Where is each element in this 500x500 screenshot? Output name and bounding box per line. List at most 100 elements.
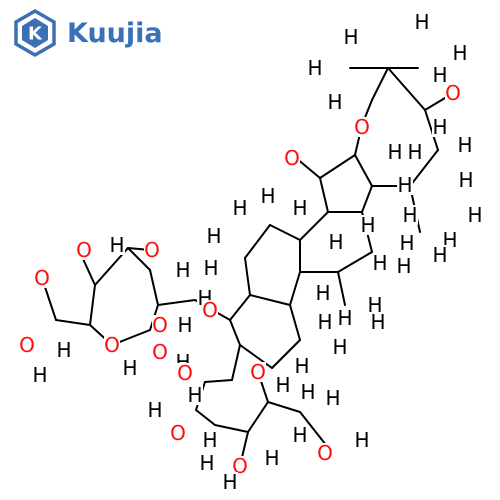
oxygen-atom-label: O: [445, 81, 461, 105]
atom-label-background: [300, 382, 316, 402]
atom-label-background: [19, 335, 35, 355]
oxygen-atom-label: O: [152, 313, 168, 337]
oxygen-atom-label: O: [317, 441, 333, 465]
hydrogen-atom-label: H: [206, 224, 221, 248]
bond-line: [231, 344, 241, 381]
oxygen-atom-label: O: [170, 421, 186, 445]
oxygen-atom-label: O: [250, 360, 266, 384]
hydrogen-atom-label: H: [370, 310, 385, 334]
atom-label-background: [144, 240, 160, 260]
hydrogen-atom-label: H: [328, 230, 343, 254]
atom-label-background: [354, 117, 370, 137]
atom-label-background: [327, 92, 343, 112]
oxygen-atom-label: O: [76, 238, 92, 262]
hydrogen-atom-label: H: [264, 446, 279, 470]
hydrogen-atom-label: H: [432, 63, 447, 87]
hydrogen-atom-label: H: [177, 313, 192, 337]
atom-label-background: [325, 388, 341, 408]
hydrogen-atom-label: H: [109, 233, 124, 257]
hydrogen-atom-label: H: [56, 338, 71, 362]
atom-label-background: [177, 363, 193, 383]
atom-label-background: [432, 65, 448, 85]
bond-line: [354, 154, 373, 187]
hydrogen-atom-label: H: [294, 354, 309, 378]
atom-label-background: [275, 375, 291, 395]
hydrogen-atom-label: H: [360, 213, 375, 237]
atom-label-background: [396, 256, 412, 276]
atom-label-background: [34, 268, 50, 288]
atom-label-background: [175, 260, 191, 280]
atom-label-background: [104, 335, 120, 355]
atom-label-background: [56, 340, 72, 360]
bond-line: [229, 319, 241, 346]
atom-label-background: [152, 315, 168, 335]
oxygen-atom-label: O: [34, 266, 50, 290]
atom-label-background: [260, 186, 276, 206]
bond-line: [371, 67, 389, 101]
hydrogen-atom-label: H: [407, 140, 422, 164]
bond-line: [269, 224, 301, 241]
atom-label-background: [232, 456, 248, 476]
hydrogen-atom-label: H: [457, 133, 472, 157]
oxygen-atom-label: O: [152, 340, 168, 364]
atom-label-background: [315, 283, 331, 303]
bond-line: [247, 401, 269, 433]
atom-label-background: [372, 253, 388, 273]
atom-label-background: [292, 198, 308, 218]
hydrogen-atom-label: H: [367, 293, 382, 317]
kuujia-hexagon-icon: K: [14, 8, 56, 58]
oxygen-atom-label: O: [19, 333, 35, 357]
bond-line: [409, 149, 439, 187]
bond-line: [127, 247, 151, 271]
bond-line: [319, 154, 356, 179]
bond-line: [299, 211, 329, 241]
bond-line: [55, 319, 91, 326]
atom-label-background: [147, 400, 163, 420]
bond-line: [387, 67, 426, 111]
atom-label-background: [432, 245, 448, 265]
bond-line: [157, 299, 196, 306]
hydrogen-atom-label: H: [147, 398, 162, 422]
atom-label-background: [307, 58, 323, 78]
hydrogen-atom-label: H: [315, 281, 330, 305]
atom-label-background: [317, 312, 333, 332]
bond-line: [289, 304, 301, 341]
atom-label-background: [452, 43, 468, 63]
hydrogen-atom-label: H: [300, 380, 315, 404]
atom-label-background: [432, 117, 448, 137]
bond-line: [337, 251, 373, 273]
hydrogen-atom-label: H: [327, 90, 342, 114]
atom-label-background: [328, 232, 344, 252]
oxygen-atom-label: O: [104, 333, 120, 357]
hydrogen-atom-label: H: [317, 310, 332, 334]
atom-label-background: [250, 362, 266, 382]
atom-label-background: [202, 300, 218, 320]
hydrogen-atom-label: H: [458, 168, 473, 192]
bond-line: [319, 177, 329, 213]
hydrogen-atom-label: H: [432, 243, 447, 267]
oxygen-atom-label: O: [177, 361, 193, 385]
atom-label-background: [360, 215, 376, 235]
bond-line: [214, 424, 249, 433]
atom-label-background: [332, 337, 348, 357]
atom-label-background: [232, 198, 248, 218]
hydrogen-atom-label: H: [232, 196, 247, 220]
hydrogen-atom-label: H: [122, 356, 137, 380]
bond-line: [204, 379, 233, 383]
hydrogen-atom-label: H: [199, 451, 214, 475]
hydrogen-atom-label: H: [175, 258, 190, 282]
hydrogen-atom-label: H: [397, 173, 412, 197]
hydrogen-atom-label: H: [203, 256, 218, 280]
bond-line: [267, 401, 301, 413]
atom-label-background: [414, 12, 430, 32]
hydrogen-atom-label: H: [187, 383, 202, 407]
atom-label-background: [399, 233, 415, 253]
hydrogen-atom-label: H: [432, 115, 447, 139]
bond-line: [424, 109, 439, 151]
atom-label-background: [206, 226, 222, 246]
atom-label-background: [122, 358, 138, 378]
atom-label-background: [264, 448, 280, 468]
oxygen-atom-label: O: [202, 298, 218, 322]
atom-label-background: [458, 170, 474, 190]
